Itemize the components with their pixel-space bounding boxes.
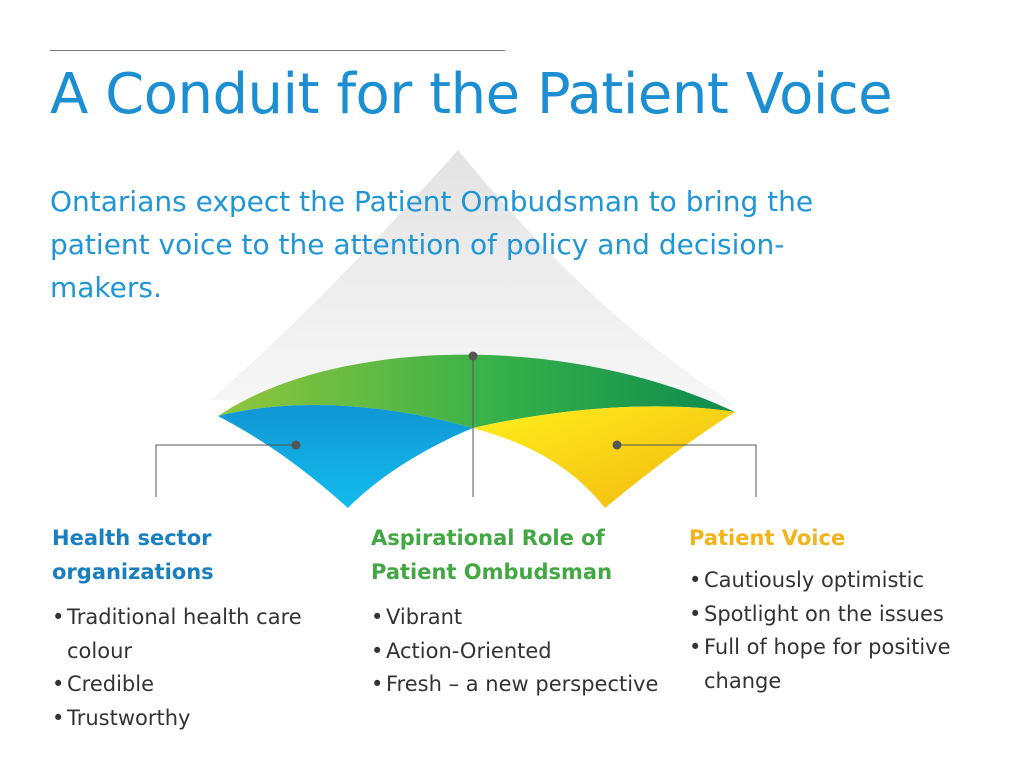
list-item: Spotlight on the issues <box>689 598 989 632</box>
list-item: Trustworthy <box>52 702 352 736</box>
left-connector-dot <box>291 440 301 450</box>
list-item: Credible <box>52 668 352 702</box>
patient-voice-heading: Patient Voice <box>689 526 846 550</box>
list-item: Traditional health care colour <box>52 601 352 668</box>
center-connector-dot <box>468 351 478 361</box>
left-connector-line <box>155 444 296 497</box>
blue-wedge-segment <box>218 404 473 508</box>
page-title: A Conduit for the Patient Voice <box>50 62 893 127</box>
patient-voice-bullets: Cautiously optimistic Spotlight on the i… <box>689 564 989 698</box>
list-item: Action-Oriented <box>371 635 671 669</box>
intro-text: Ontarians expect the Patient Ombudsman t… <box>50 185 814 304</box>
grey-sail-shape <box>210 150 735 405</box>
right-connector-line <box>617 444 757 497</box>
list-item: Fresh – a new perspective <box>371 668 671 702</box>
list-item: Full of hope for positive change <box>689 631 989 698</box>
green-arc-segment <box>218 354 735 428</box>
aspirational-role-column: Aspirational Role of Patient Ombudsman V… <box>371 521 671 702</box>
health-sector-column: Health sector organizations Traditional … <box>52 521 352 735</box>
list-item: Cautiously optimistic <box>689 564 989 598</box>
patient-voice-column: Patient Voice Cautiously optimistic Spot… <box>689 521 989 698</box>
health-sector-bullets: Traditional health care colour Credible … <box>52 601 352 735</box>
top-rule <box>50 50 505 51</box>
aspirational-role-heading: Aspirational Role of Patient Ombudsman <box>371 526 613 584</box>
aspirational-role-bullets: Vibrant Action-Oriented Fresh – a new pe… <box>371 601 671 702</box>
yellow-wedge-segment <box>473 406 735 508</box>
right-connector-dot <box>612 440 622 450</box>
list-item: Vibrant <box>371 601 671 635</box>
health-sector-heading: Health sector organizations <box>52 526 214 584</box>
